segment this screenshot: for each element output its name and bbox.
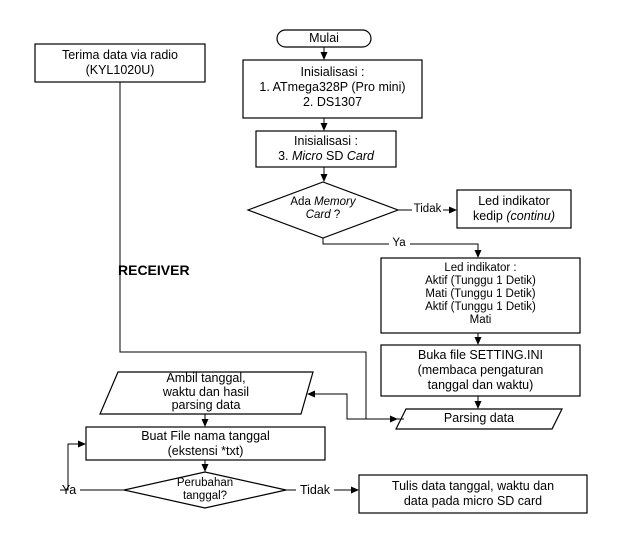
start-label: Mulai (309, 31, 339, 45)
led-sequence-line3: Mati (Tunggu 1 Detik) (425, 288, 536, 300)
open-settings-label: Buka file SETTING.INI (membaca pengatura… (381, 348, 580, 393)
parsing-parallelogram (395, 408, 563, 430)
led-blink-label: Led indikator kedip (continu) (457, 194, 571, 224)
receive-radio-label: Terima data via radio (KYL1020U) (35, 48, 205, 78)
open-settings-line2: (membaca pengaturan (417, 363, 544, 377)
edge-parsing-getdate (307, 390, 404, 420)
init2-line2: 3. Micro SD Card (278, 149, 374, 163)
init1-label: Inisialisasi : 1. ATmega328P (Pro mini) … (243, 65, 422, 110)
make-file-line1: Buat File nama tanggal (141, 429, 270, 443)
receive-radio-box (34, 43, 206, 83)
get-date-parallelogram (99, 371, 314, 415)
led-sequence-line2: Aktif (Tunggu 1 Detik) (425, 275, 536, 287)
get-date-label: Ambil tanggal, waktu dan hasil parsing d… (108, 371, 304, 413)
date-changed-label: Perubahan tanggal? (160, 477, 250, 503)
open-settings-box (380, 344, 581, 397)
write-sd-box (358, 474, 588, 514)
receive-radio-line2: (KYL1020U) (85, 63, 155, 77)
led-blink-line1: Led indikator (478, 194, 550, 208)
edge-label-tidak-2: Tidak (299, 483, 331, 497)
init1-line2: 1. ATmega328P (Pro mini) (259, 80, 406, 94)
led-blink-box (456, 189, 572, 229)
init1-box (242, 59, 423, 119)
write-sd-label: Tulis data tanggal, waktu dan data pada … (359, 479, 587, 509)
edge-decision-ya-2 (410, 243, 482, 258)
date-changed-line2: tanggal? (182, 490, 228, 502)
led-sequence-box (380, 257, 581, 334)
date-changed-line1: Perubahan (176, 477, 234, 489)
memcard-decision-line1: Ada Memory (290, 196, 356, 208)
memcard-decision-line2: Card ? (305, 209, 341, 221)
get-date-line2: waktu dan hasil (162, 384, 250, 399)
init1-line1: Inisialisasi : (300, 65, 365, 79)
parsing-label: Parsing data (443, 411, 515, 425)
edge-decision-ya-1 (322, 238, 389, 245)
led-sequence-label: Led indikator : Aktif (Tunggu 1 Detik) M… (381, 262, 580, 327)
led-sequence-line5: Mati (469, 314, 492, 326)
make-file-label: Buat File nama tanggal (ekstensi *txt) (86, 429, 325, 459)
make-file-box (85, 426, 326, 461)
led-sequence-line4: Aktif (Tunggu 1 Detik) (425, 301, 536, 313)
init2-label: Inisialisasi : 3. Micro SD Card (256, 134, 396, 164)
edge-decision2-ya-arrow (60, 440, 86, 491)
init1-line3: 2. DS1307 (302, 95, 363, 109)
write-sd-line2: data pada micro SD card (403, 494, 543, 508)
receive-radio-line1: Terima data via radio (61, 48, 179, 62)
open-settings-line3: tanggal dan waktu) (427, 378, 534, 392)
edge-label-tidak-1: Tidak (413, 203, 442, 215)
write-sd-line1: Tulis data tanggal, waktu dan (391, 479, 555, 493)
led-blink-line2: kedip (continu) (473, 209, 555, 223)
get-date-line3: parsing data (171, 398, 241, 412)
make-file-line2: (ekstensi *txt) (167, 444, 244, 458)
memcard-decision-label: Ada Memory Card ? (273, 196, 373, 222)
led-sequence-line1: Led indikator : (444, 262, 517, 274)
open-settings-line1: Buka file SETTING.INI (417, 348, 544, 362)
edge-label-ya-1: Ya (392, 237, 406, 249)
edge-label-ya-2: Ya (61, 483, 77, 497)
receiver-section-label: RECEIVER (118, 262, 190, 278)
get-date-line1: Ambil tanggal, (166, 371, 246, 385)
init2-line1: Inisialisasi : (294, 134, 358, 148)
init2-box (255, 130, 397, 168)
